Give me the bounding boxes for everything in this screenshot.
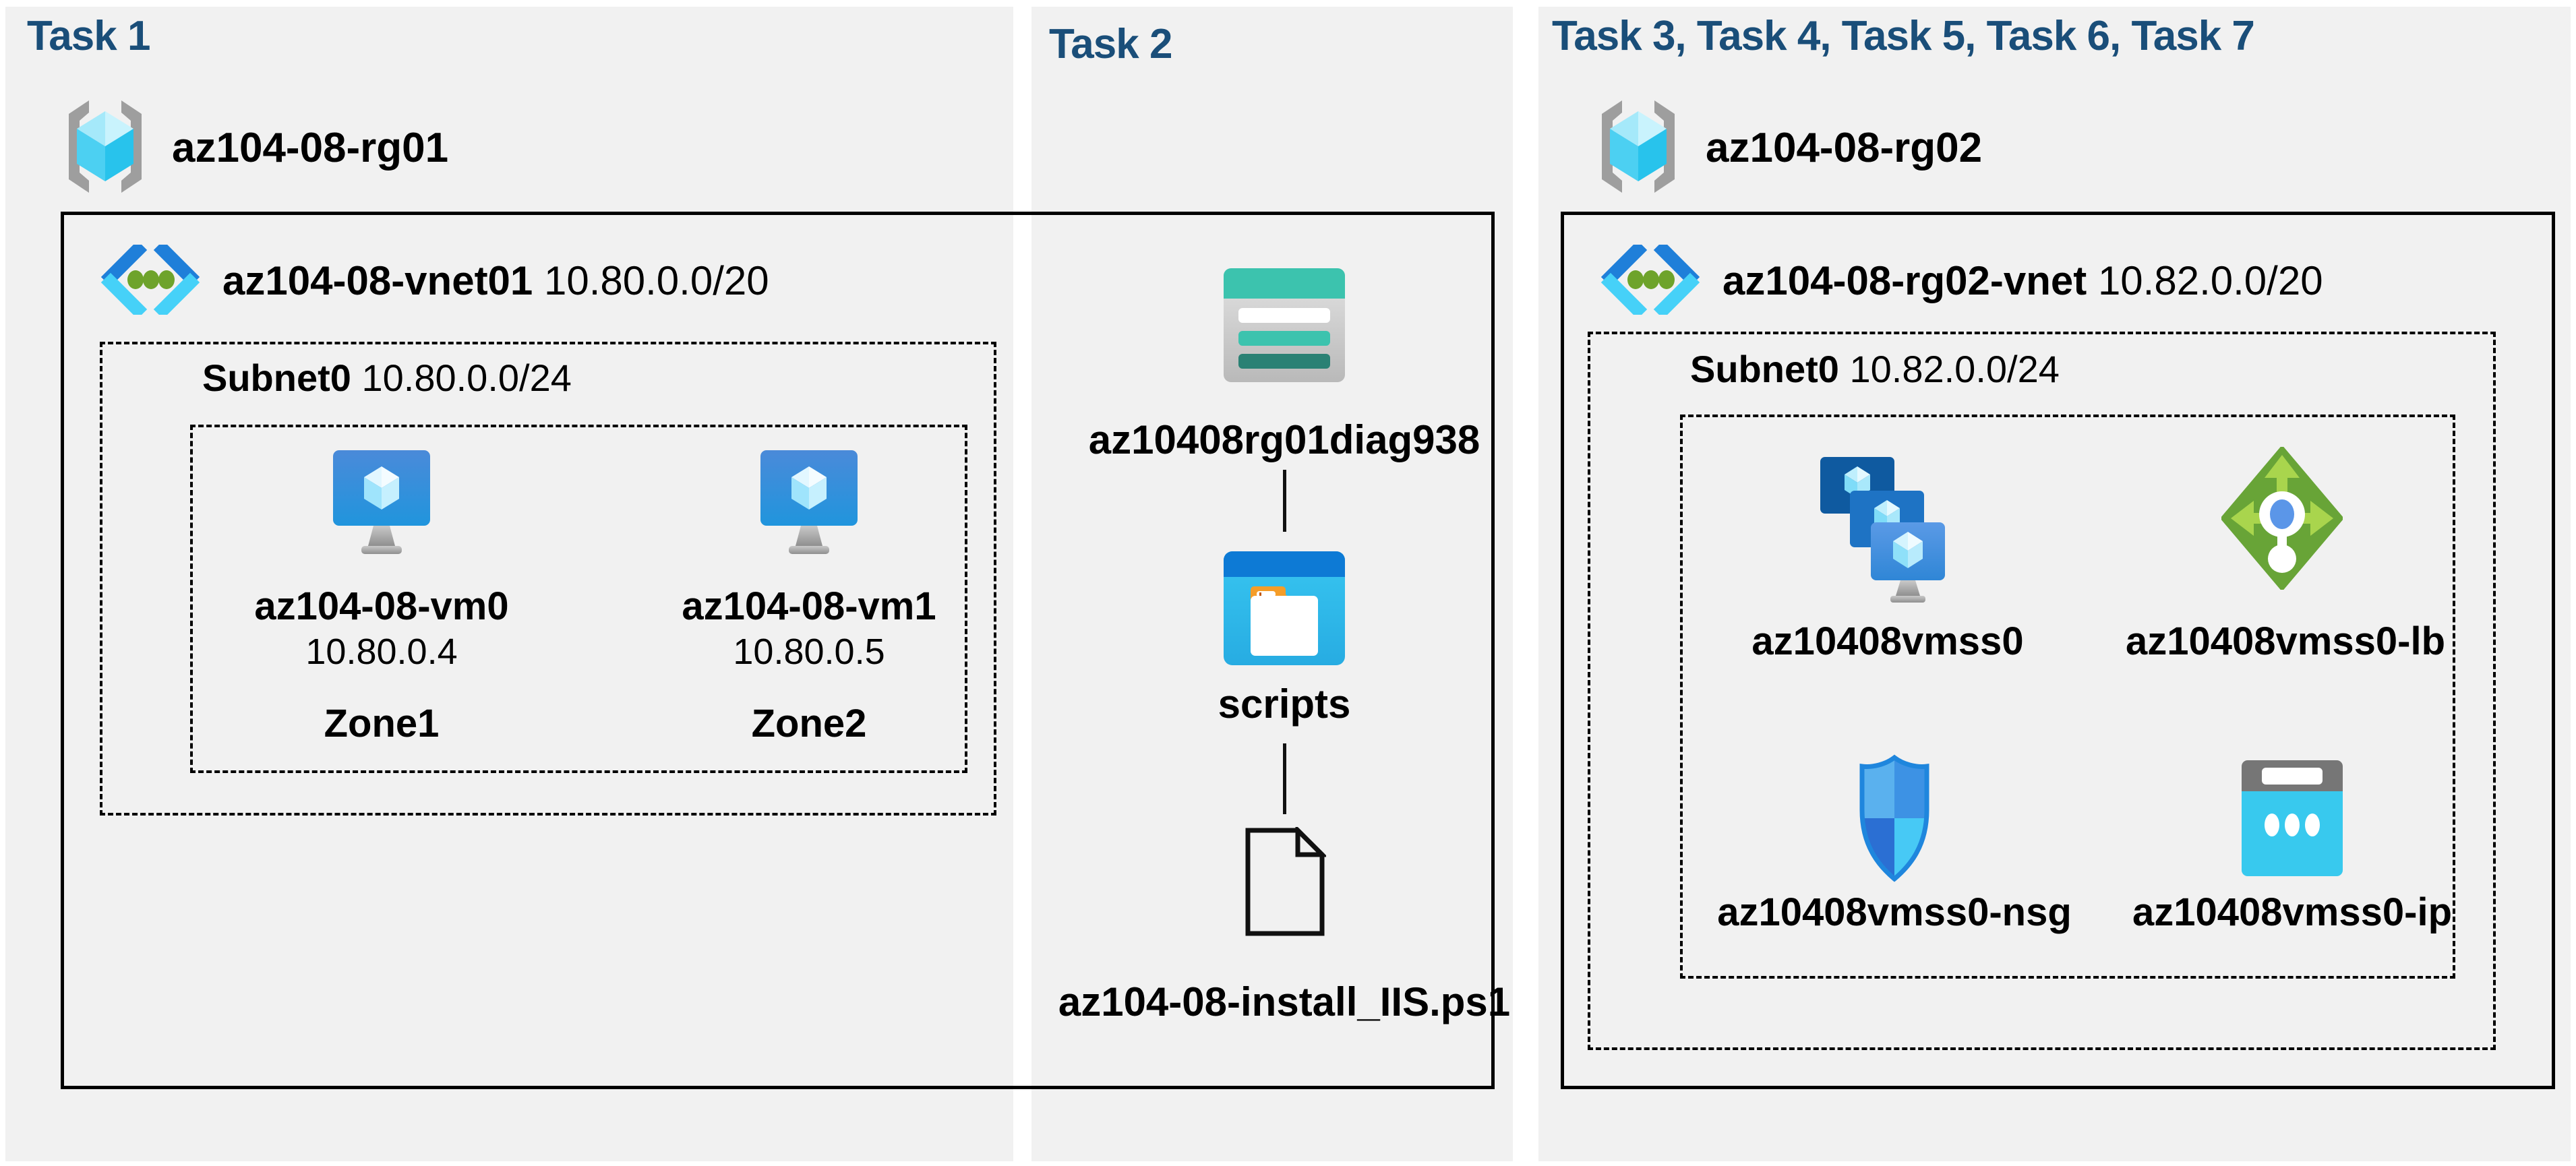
script-file-label: az104-08-install_IIS.ps1 [1058,979,1511,1024]
resource-group-icon [69,100,142,193]
task3-7-column [1538,7,2571,1161]
subnet0-vnet01-label: Subnet0 10.80.0.0/24 [202,356,572,400]
vm0-name: az104-08-vm0 [254,584,509,628]
file-icon [1245,827,1326,936]
rg02-label: az104-08-rg02 [1706,125,1983,171]
storage-account-label: az10408rg01diag938 [1088,417,1480,462]
network-security-group-icon [1859,754,1929,882]
subnet0-name: Subnet0 [202,357,351,399]
vnet02-cidr: 10.82.0.0/20 [2097,258,2323,303]
vnet02-name: az104-08-rg02-vnet [1723,258,2087,303]
vnet02-box [1561,212,2555,1089]
vm1-name: az104-08-vm1 [682,584,936,628]
vm-scale-set-icon [1820,457,1945,603]
nsg-label: az10408vmss0-nsg [1717,890,2072,934]
virtual-machine-icon [333,450,430,554]
vm1-ip: 10.80.0.5 [733,632,885,672]
vm0-ip: 10.80.0.4 [305,632,458,672]
task1-column [5,7,1013,1161]
subnet0-vnet02-label: Subnet0 10.82.0.0/24 [1690,347,2060,391]
vnet01-name: az104-08-vnet01 [222,258,533,303]
load-balancer-icon [2221,447,2343,590]
subnet0-box-vnet02 [1588,332,2496,1050]
subnet0-name: Subnet0 [1690,348,1839,390]
vnet01-box [61,212,1495,1089]
blob-container-icon [1224,551,1345,665]
connector-line [1283,470,1286,532]
task1-header: Task 1 [27,13,150,59]
virtual-machine-icon [760,450,858,554]
zones-box [190,425,967,773]
lb-label: az10408vmss0-lb [2126,619,2445,663]
task3-7-header: Task 3, Task 4, Task 5, Task 6, Task 7 [1552,13,2255,59]
subnet0-cidr: 10.80.0.0/24 [361,357,572,399]
public-ip-icon [2242,760,2343,876]
virtual-network-icon [1600,245,1700,315]
connector-line [1283,743,1286,814]
vmss-label: az10408vmss0 [1751,619,2024,663]
storage-account-icon [1224,268,1345,382]
rg01-label: az104-08-rg01 [172,125,449,171]
pip-label: az10408vmss0-ip [2132,890,2452,934]
vnet02-label: az104-08-rg02-vnet 10.82.0.0/20 [1723,257,2323,304]
subnet0-cidr: 10.82.0.0/24 [1849,348,2060,390]
subnet0-box-vnet01 [100,342,996,816]
vmss-resources-box [1680,415,2455,979]
resource-group-icon [1602,100,1675,193]
task2-header: Task 2 [1049,21,1172,67]
vnet01-cidr: 10.80.0.0/20 [543,258,769,303]
vm0-zone: Zone1 [324,702,440,745]
vm1-zone: Zone2 [751,702,867,745]
virtual-network-icon [100,245,200,315]
vnet01-label: az104-08-vnet01 10.80.0.0/20 [222,257,769,304]
container-label: scripts [1218,681,1351,727]
